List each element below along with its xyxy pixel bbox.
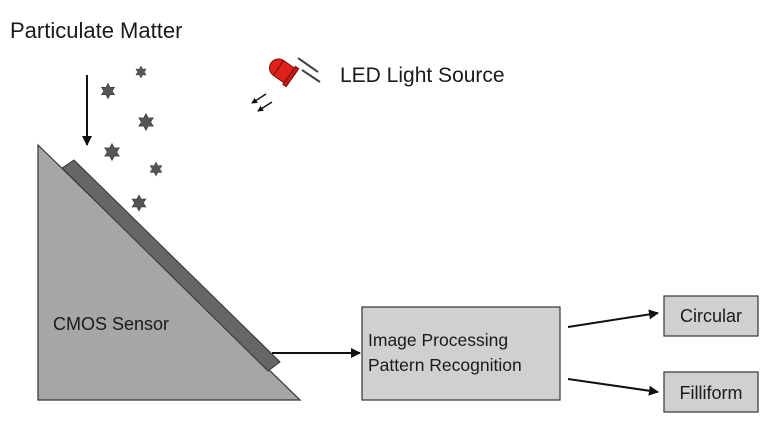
particulate-matter-label: Particulate Matter xyxy=(10,18,182,43)
to-circular-arrow xyxy=(567,309,659,328)
processing-box xyxy=(361,306,561,401)
processing-line2-label: Pattern Recognition xyxy=(368,355,522,375)
circular-box xyxy=(663,295,759,337)
cmos-sensor-label: CMOS Sensor xyxy=(53,314,169,334)
filliform-box xyxy=(663,371,759,413)
star-particle-icon xyxy=(138,113,154,131)
star-particle-icon xyxy=(135,65,147,79)
star-particle-icon xyxy=(131,194,147,212)
filliform-label: Filliform xyxy=(680,383,743,403)
to-filliform-arrow xyxy=(567,378,659,396)
sensor-strip xyxy=(61,159,281,372)
star-particle-icon xyxy=(149,161,163,177)
star-particle-icon xyxy=(104,143,120,161)
led-icon xyxy=(251,57,321,112)
processing-line1-label: Image Processing xyxy=(368,330,508,350)
led-light-source-label: LED Light Source xyxy=(340,64,505,87)
particles-group xyxy=(100,65,163,212)
star-particle-icon xyxy=(100,82,116,100)
circular-label: Circular xyxy=(680,306,742,326)
